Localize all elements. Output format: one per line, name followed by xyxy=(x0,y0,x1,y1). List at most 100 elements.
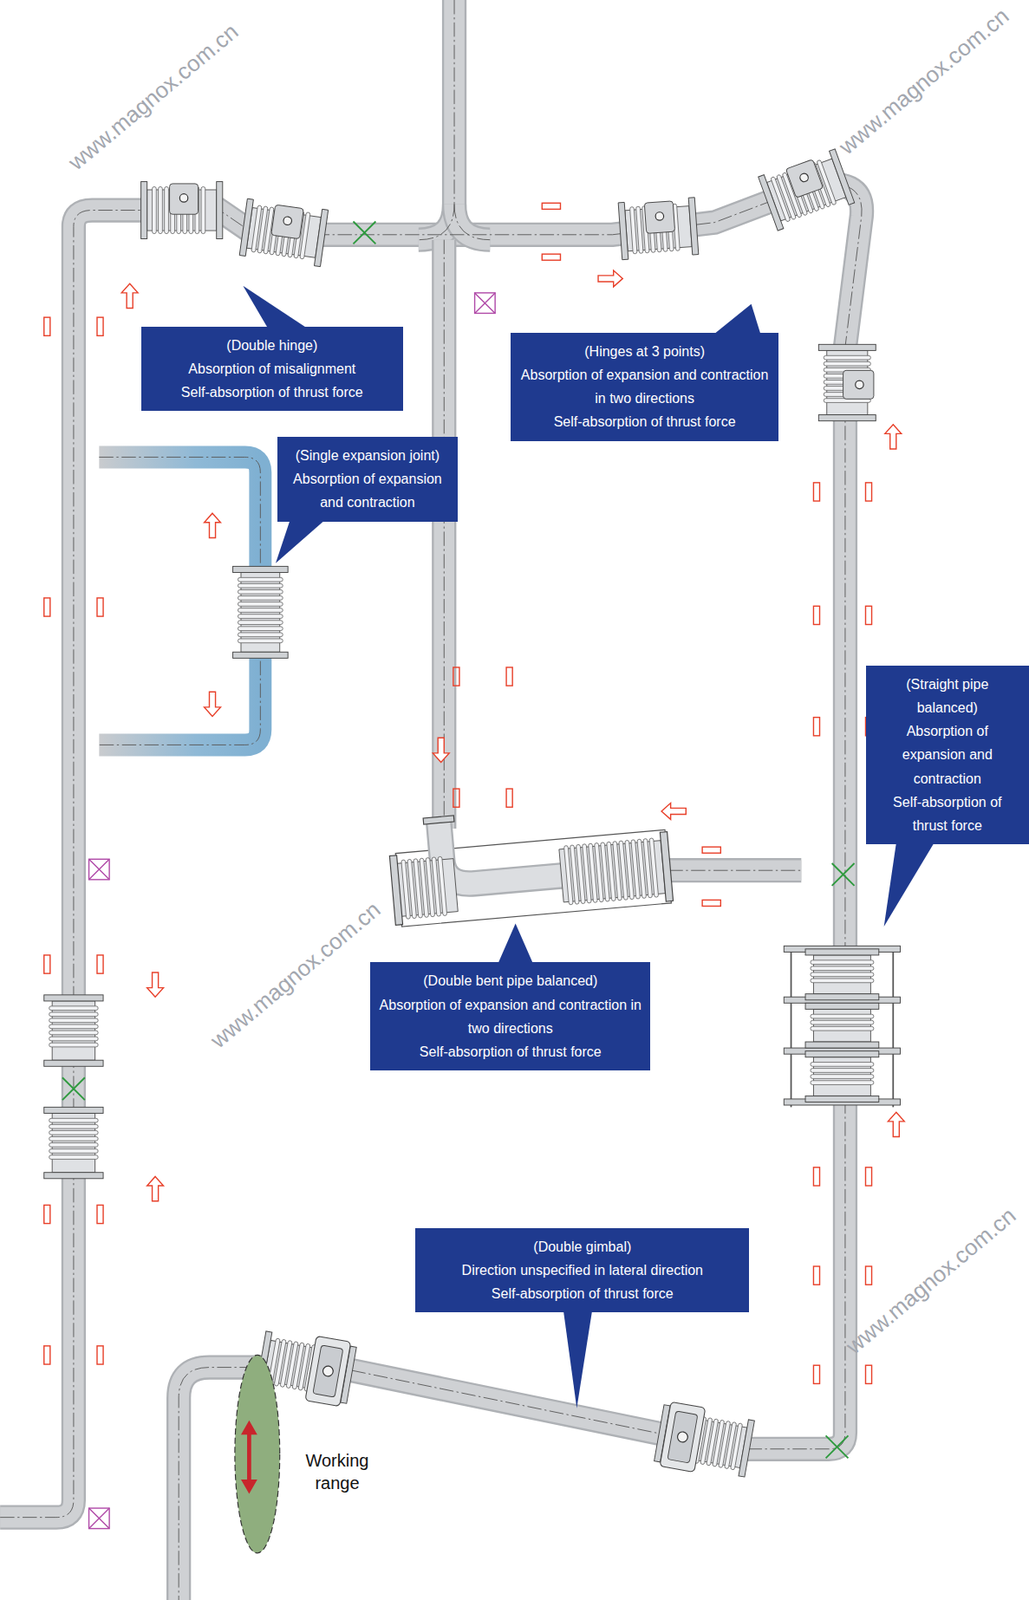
bellows-convolution xyxy=(49,1124,99,1129)
hinge-joint xyxy=(141,182,223,240)
fixed-point-symbol xyxy=(475,293,496,314)
bellows-convolution xyxy=(49,1036,99,1042)
movement-arrow xyxy=(147,972,164,997)
bellows-convolution xyxy=(237,608,283,613)
movement-arrow xyxy=(147,1176,164,1201)
callout-text: Self-absorption of thrust force xyxy=(874,790,1021,838)
bellows-convolution xyxy=(49,1143,99,1148)
guide-symbol xyxy=(44,317,51,336)
pipe-edge xyxy=(418,0,455,241)
flange xyxy=(805,1002,880,1010)
range-arrow xyxy=(240,1420,258,1495)
gimbal-ring xyxy=(667,1411,698,1464)
bellows-convolution xyxy=(810,1014,874,1019)
drawing-part xyxy=(396,855,459,920)
callout-text: Self-absorption of thrust force xyxy=(149,380,396,404)
bellows-convolution xyxy=(636,206,644,254)
range-arrow xyxy=(247,1432,252,1483)
bellows-convolution xyxy=(49,1042,99,1048)
fixed-point-symbol xyxy=(89,859,111,880)
guide-symbol xyxy=(97,955,104,974)
bellows-convolution xyxy=(810,1026,874,1031)
bellows-convolution xyxy=(437,856,448,916)
callout-pointers xyxy=(242,286,934,1409)
callout-text: (Double gimbal) xyxy=(423,1235,741,1259)
anchor-symbol xyxy=(826,1435,849,1459)
bellows-convolution xyxy=(201,186,206,234)
callout-box: (Double bent pipe balanced)Absorption of… xyxy=(370,962,651,1071)
callout-text: (Double bent pipe balanced) xyxy=(378,969,642,993)
flange xyxy=(805,994,880,1001)
pipe-centerline xyxy=(0,184,862,1600)
hinge-pin xyxy=(655,211,665,221)
callout-box: (Straight pipe balanced)Absorption of ex… xyxy=(866,665,1029,845)
bellows-convolution xyxy=(49,1130,99,1135)
bellows-convolution xyxy=(237,638,283,644)
guide-symbol xyxy=(44,1346,51,1365)
flange xyxy=(239,198,254,256)
guide-symbol xyxy=(44,598,51,617)
flange xyxy=(805,1095,880,1102)
guide-symbol xyxy=(453,788,460,808)
bellows-convolution xyxy=(49,1118,99,1123)
guide-symbol xyxy=(44,955,51,974)
guide-symbol xyxy=(813,1266,820,1285)
movement-arrow xyxy=(432,737,450,762)
pipe-edge xyxy=(0,184,862,1600)
symbols xyxy=(44,202,905,1529)
bellows-convolution xyxy=(629,207,637,254)
bellows-convolution xyxy=(237,589,283,594)
flange xyxy=(44,995,104,1002)
callout-pointer xyxy=(563,1311,593,1409)
flange xyxy=(313,208,328,267)
callout-box: (Double hinge)Absorption of misalignment… xyxy=(141,326,404,412)
bellows-convolution xyxy=(810,1074,874,1080)
bellows-convolution xyxy=(823,361,871,366)
callout-text: (Single expansion joint) xyxy=(286,443,449,468)
flange xyxy=(805,1042,880,1049)
guide-symbol xyxy=(97,1204,104,1224)
bellows-convolution xyxy=(810,972,874,977)
hinge-plate xyxy=(785,159,823,198)
bellows-convolution xyxy=(158,186,163,234)
bellows-convolution xyxy=(49,1024,99,1029)
pipe-drawing xyxy=(0,0,934,1600)
guide-symbol xyxy=(506,788,513,808)
bellows-joint xyxy=(805,1002,880,1049)
bellows-convolution xyxy=(49,1137,99,1142)
anchor-symbol xyxy=(62,1077,85,1101)
callout-pointer xyxy=(242,286,307,328)
movement-arrow xyxy=(121,283,138,308)
bellows-convolution xyxy=(237,632,283,638)
gimbal-pin xyxy=(322,1365,335,1378)
guide-symbol xyxy=(506,667,513,686)
flange xyxy=(818,344,876,351)
guide-symbol xyxy=(865,1167,872,1186)
guide-symbol xyxy=(453,667,460,686)
guide-symbol xyxy=(865,482,872,502)
gimbal-joint xyxy=(653,1400,756,1482)
callout-box: (Double gimbal)Direction unspecified in … xyxy=(415,1228,749,1314)
tie-rod xyxy=(790,949,793,1108)
bellows-convolution xyxy=(49,1030,99,1036)
flange xyxy=(618,201,629,260)
fixed-point-symbol xyxy=(89,1508,111,1530)
guide-symbol xyxy=(44,1204,51,1224)
double-bent-joint xyxy=(386,797,674,928)
guide-symbol xyxy=(813,1167,820,1186)
guide-symbol xyxy=(813,482,820,502)
flange xyxy=(758,175,784,231)
hinge-plate xyxy=(169,183,199,215)
callout-text: Self-absorption of thrust force xyxy=(519,410,771,434)
bellows-joint xyxy=(233,566,289,658)
flange xyxy=(233,566,289,573)
guide-symbol xyxy=(813,717,820,736)
working-range-ellipse xyxy=(234,1354,281,1553)
bellows-convolution xyxy=(810,966,874,971)
fixed-point-symbol xyxy=(475,293,496,314)
flange xyxy=(216,182,223,240)
flange xyxy=(44,1172,104,1179)
hinge-joint xyxy=(758,149,855,231)
callout-text: Absorption of expansion and contraction … xyxy=(519,363,771,411)
